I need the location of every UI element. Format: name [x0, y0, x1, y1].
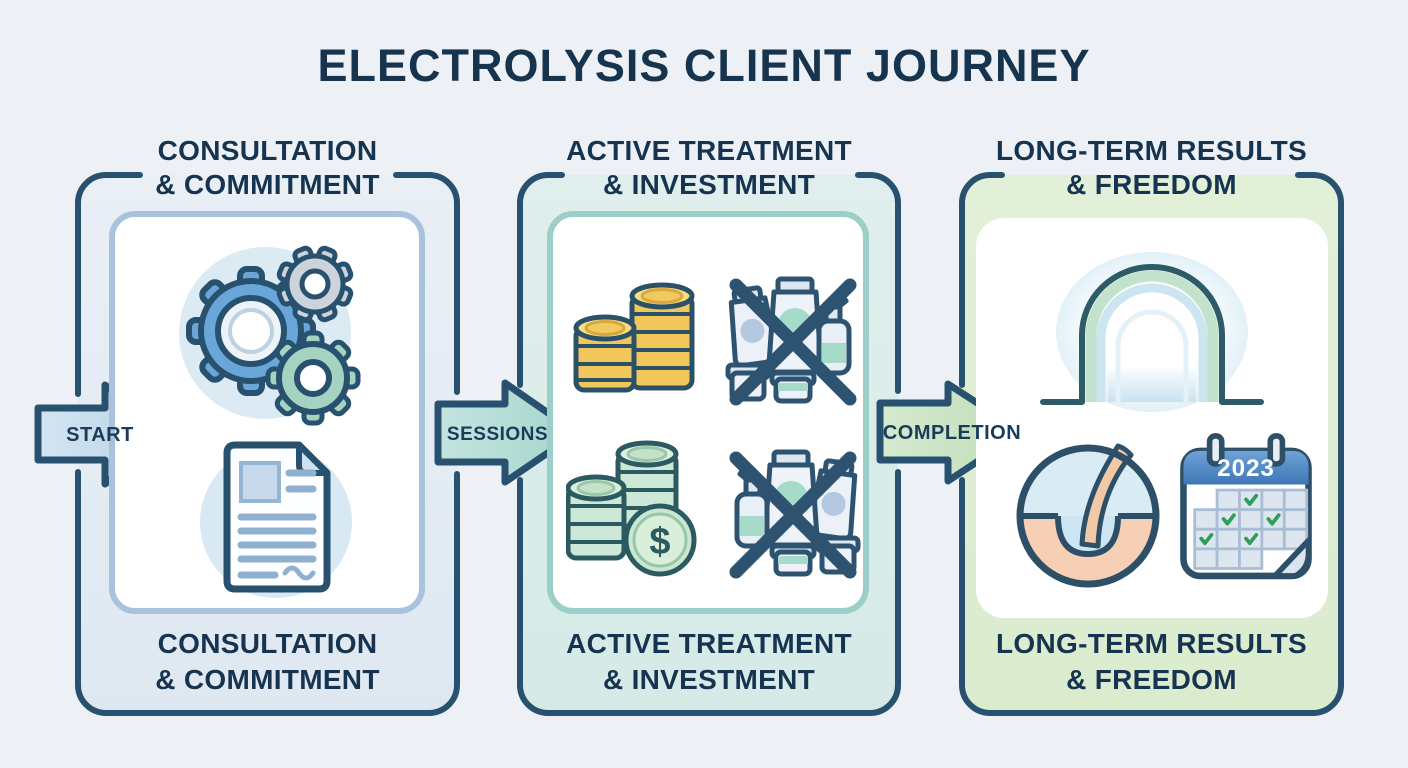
stage-3-footer: LONG-TERM RESULTS & FREEDOM: [962, 626, 1341, 698]
stage-3-header-line1: LONG-TERM RESULTS: [995, 135, 1307, 166]
stage-3-border: [959, 172, 1344, 716]
x-mark: [729, 278, 857, 406]
gold-coin-stacks-icon: [573, 282, 695, 393]
stage-3-header: LONG-TERM RESULTS & FREEDOM: [962, 134, 1341, 202]
stage-2-footer: ACTIVE TREATMENT & INVESTMENT: [520, 626, 898, 698]
stage-3-footer-line2: & FREEDOM: [1066, 664, 1237, 695]
crossed-out-products-icon: [722, 438, 864, 580]
dollar-coin-stacks-icon: $: [566, 440, 697, 577]
dollar-sign: $: [649, 521, 670, 563]
stage-2-header-line2: & INVESTMENT: [602, 169, 816, 200]
completion-arrow-label: COMPLETION: [882, 422, 1022, 444]
stage-1-footer-line2: & COMMITMENT: [155, 664, 380, 695]
stage-2-footer-line2: & INVESTMENT: [602, 664, 816, 695]
sessions-arrow-label: SESSIONS: [446, 424, 549, 445]
stage-1-footer: CONSULTATION & COMMITMENT: [78, 626, 457, 698]
stage-1-footer-line1: CONSULTATION: [157, 628, 378, 659]
gears-icon: [179, 245, 361, 426]
stage-2-header-line1: ACTIVE TREATMENT: [566, 135, 852, 166]
stage-1-header-line2: & COMMITMENT: [155, 169, 380, 200]
stage-3-header-line2: & FREEDOM: [1066, 169, 1237, 200]
signed-consent-document-icon: [200, 441, 352, 598]
stage-1-header-line1: CONSULTATION: [157, 135, 378, 166]
calendar-2023-icon: 2023: [1180, 433, 1312, 580]
crossed-out-products-icon: [725, 276, 857, 406]
hair-follicle-icon: [1016, 443, 1160, 588]
stage-2-header: ACTIVE TREATMENT & INVESTMENT: [520, 134, 898, 202]
calendar-year-label: 2023: [1217, 455, 1275, 482]
calendar-checkmarks: [1199, 493, 1281, 546]
sessions-arrow: [434, 379, 581, 486]
open-doorway-icon: [1040, 252, 1264, 412]
page-title: ELECTROLYSIS CLIENT JOURNEY: [317, 40, 1091, 91]
stage-1-border: [75, 172, 460, 716]
stage-2-border: [517, 172, 901, 716]
stage-1-header: CONSULTATION & COMMITMENT: [78, 134, 457, 202]
stage-2-footer-line1: ACTIVE TREATMENT: [566, 628, 852, 659]
stage-3-footer-line1: LONG-TERM RESULTS: [995, 628, 1307, 659]
start-arrow-label: START: [66, 424, 134, 446]
